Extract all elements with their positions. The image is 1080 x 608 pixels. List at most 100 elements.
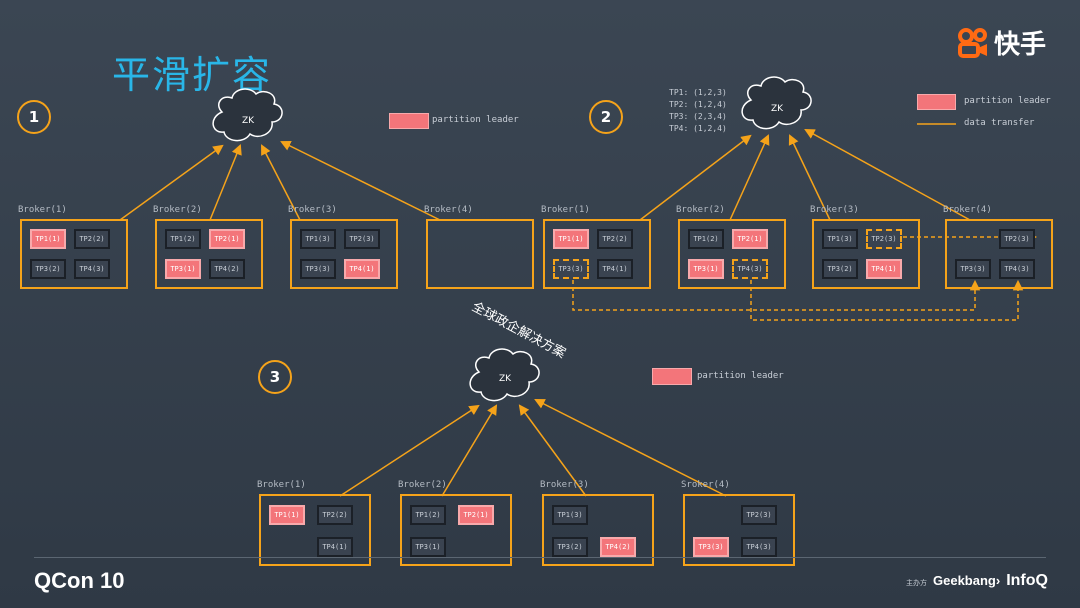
footer-divider bbox=[34, 557, 1046, 558]
p1-broker3-label: Broker(3) bbox=[288, 205, 337, 215]
p2b3-tile-2: TP2(3) bbox=[866, 229, 902, 249]
arrow-p2-b2 bbox=[729, 134, 770, 221]
p3-broker1-label: Broker(1) bbox=[257, 480, 306, 490]
p1b3-tile-2: TP2(3) bbox=[344, 229, 380, 249]
zk-label-3: ZK bbox=[498, 374, 512, 384]
p3b2-tile-2: TP2(1) bbox=[458, 505, 494, 525]
assignment-tp2: TP2: (1,2,4) bbox=[669, 100, 727, 109]
legend-leader-swatch-2 bbox=[917, 94, 956, 110]
zk-cloud-1 bbox=[212, 88, 283, 142]
assignment-tp3: TP3: (2,3,4) bbox=[669, 112, 727, 121]
p3b4-tile-2: TP3(3) bbox=[693, 537, 729, 557]
p3b4-tile-1: TP2(3) bbox=[741, 505, 777, 525]
p3b2-tile-1: TP1(2) bbox=[410, 505, 446, 525]
p1b3-tile-3: TP3(3) bbox=[300, 259, 336, 279]
p2b2-tile-2: TP2(1) bbox=[732, 229, 768, 249]
p1-broker3-box: TP1(3) TP2(3) TP3(3) TP4(1) bbox=[290, 219, 398, 289]
arrow-p3-b3 bbox=[518, 404, 587, 497]
p2b4-tile-2: TP3(3) bbox=[955, 259, 991, 279]
p1b1-tile-4: TP4(3) bbox=[74, 259, 110, 279]
p3b1-tile-3: TP4(1) bbox=[317, 537, 353, 557]
p2-broker3-box: TP1(3) TP2(3) TP3(2) TP4(1) bbox=[812, 219, 920, 289]
legend-leader-swatch-3 bbox=[652, 368, 692, 385]
qcon-brand: QCon 10 bbox=[34, 568, 125, 593]
p2b3-tile-4: TP4(1) bbox=[866, 259, 902, 279]
p1b3-tile-4: TP4(1) bbox=[344, 259, 380, 279]
sponsor-logos: 主办方 Geekbang› InfoQ bbox=[906, 572, 1048, 590]
p2-broker1-box: TP1(1) TP2(2) TP3(3) TP4(1) bbox=[543, 219, 651, 289]
zk-label-1: ZK bbox=[241, 116, 255, 126]
p2-broker4-box: TP2(3) TP3(3) TP4(3) bbox=[945, 219, 1053, 289]
p2b3-tile-1: TP1(3) bbox=[822, 229, 858, 249]
p2-broker3-label: Broker(3) bbox=[810, 205, 859, 215]
kuaishou-logo-icon bbox=[958, 27, 987, 58]
p1b2-tile-4: TP4(2) bbox=[209, 259, 245, 279]
legend-leader-text-1: partition leader bbox=[432, 115, 519, 125]
legend-leader-text-2: partition leader bbox=[964, 96, 1051, 106]
p2b2-tile-4: TP4(3) bbox=[732, 259, 768, 279]
p3-broker4-box: TP2(3) TP3(3) TP4(3) bbox=[683, 494, 795, 566]
legend-transfer-text: data transfer bbox=[964, 118, 1035, 128]
p1b2-tile-2: TP2(1) bbox=[209, 229, 245, 249]
p2-broker2-box: TP1(2) TP2(1) TP3(1) TP4(3) bbox=[678, 219, 786, 289]
p3b3-tile-1: TP1(3) bbox=[552, 505, 588, 525]
p2b2-tile-1: TP1(2) bbox=[688, 229, 724, 249]
p2b1-tile-1: TP1(1) bbox=[553, 229, 589, 249]
p2b2-tile-3: TP3(1) bbox=[688, 259, 724, 279]
p2-broker1-label: Broker(1) bbox=[541, 205, 590, 215]
p3b4-tile-3: TP4(3) bbox=[741, 537, 777, 557]
assignment-tp1: TP1: (1,2,3) bbox=[669, 88, 727, 97]
p3b3-tile-3: TP4(2) bbox=[600, 537, 636, 557]
step-badge-3: 3 bbox=[258, 360, 292, 394]
p2b4-tile-3: TP4(3) bbox=[999, 259, 1035, 279]
arrow-p1-b2 bbox=[209, 144, 242, 221]
data-transfer-paths bbox=[572, 231, 1038, 321]
p2b1-tile-3: TP3(3) bbox=[553, 259, 589, 279]
p1-broker4-box bbox=[426, 219, 534, 289]
kuaishou-logo: 快手 bbox=[956, 24, 1046, 61]
p3-broker1-box: TP1(1) TP2(2) TP4(1) bbox=[259, 494, 371, 566]
p2b3-tile-3: TP3(2) bbox=[822, 259, 858, 279]
arrow-p3-b4 bbox=[534, 399, 727, 497]
p1b1-tile-2: TP2(2) bbox=[74, 229, 110, 249]
p2b1-tile-4: TP4(1) bbox=[597, 259, 633, 279]
p2-broker4-label: Broker(4) bbox=[943, 205, 992, 215]
infoq-logo: InfoQ bbox=[1006, 572, 1048, 589]
arrow-p3-b2 bbox=[441, 404, 498, 497]
p2b1-tile-2: TP2(2) bbox=[597, 229, 633, 249]
arrow-p2-b3 bbox=[788, 134, 831, 221]
arrow-p2-b1 bbox=[639, 134, 752, 221]
p3-broker2-label: Broker(2) bbox=[398, 480, 447, 490]
p3b3-tile-2: TP3(2) bbox=[552, 537, 588, 557]
p3-broker4-label: Sroker(4) bbox=[681, 480, 730, 490]
p1b1-tile-1: TP1(1) bbox=[30, 229, 66, 249]
p3b1-tile-1: TP1(1) bbox=[269, 505, 305, 525]
legend-leader-text-3: partition leader bbox=[697, 371, 784, 381]
p1-broker2-box: TP1(2) TP2(1) TP3(1) TP4(2) bbox=[155, 219, 263, 289]
p1b2-tile-3: TP3(1) bbox=[165, 259, 201, 279]
arrow-p2-b4 bbox=[804, 128, 971, 221]
assignment-tp4: TP4: (1,2,4) bbox=[669, 124, 727, 133]
p3b2-tile-3: TP3(1) bbox=[410, 537, 446, 557]
p1-broker2-label: Broker(2) bbox=[153, 205, 202, 215]
p2-broker2-label: Broker(2) bbox=[676, 205, 725, 215]
arrow-p1-b4 bbox=[280, 141, 441, 221]
p1b3-tile-1: TP1(3) bbox=[300, 229, 336, 249]
p1b1-tile-3: TP3(2) bbox=[30, 259, 66, 279]
p3-broker3-box: TP1(3) TP3(2) TP4(2) bbox=[542, 494, 654, 566]
zk-cloud-3 bbox=[469, 348, 540, 402]
geekbang-logo: Geekbang› bbox=[933, 573, 1001, 588]
p3-broker3-label: Broker(3) bbox=[540, 480, 589, 490]
arrow-p1-b3 bbox=[261, 144, 301, 221]
p3b1-tile-2: TP2(2) bbox=[317, 505, 353, 525]
zk-cloud-2 bbox=[741, 76, 812, 130]
arrow-p3-b1 bbox=[339, 404, 480, 497]
step-badge-1: 1 bbox=[17, 100, 51, 134]
logo-text: 快手 bbox=[994, 30, 1047, 60]
legend-leader-swatch-1 bbox=[389, 113, 429, 129]
p1-broker4-label: Broker(4) bbox=[424, 205, 473, 215]
p1-broker1-box: TP1(1) TP2(2) TP3(2) TP4(3) bbox=[20, 219, 128, 289]
sponsor-small-text: 主办方 bbox=[906, 579, 927, 587]
p2b4-tile-1: TP2(3) bbox=[999, 229, 1035, 249]
